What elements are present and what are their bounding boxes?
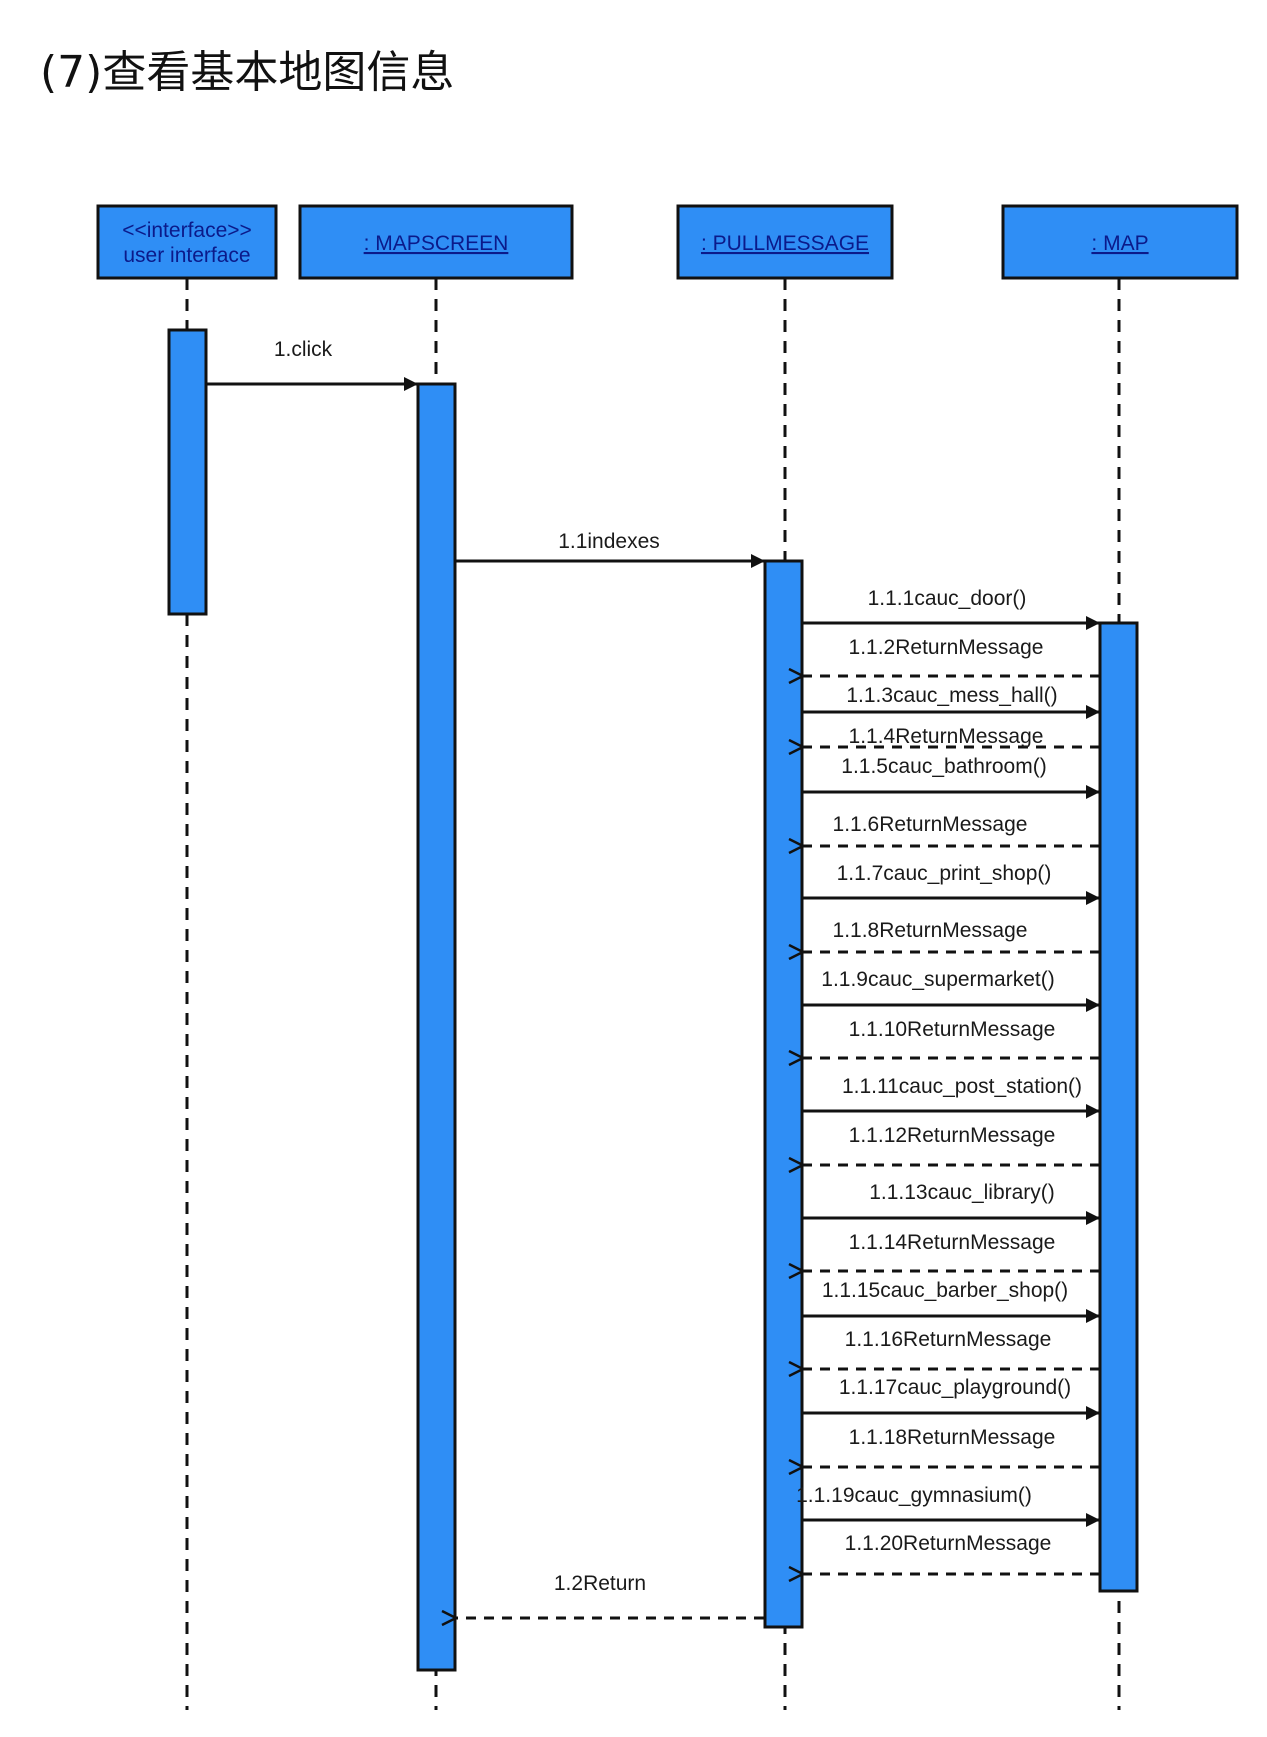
message-label: 1.1.10ReturnMessage: [849, 1018, 1056, 1041]
activation-bar-mapscreen: [416, 382, 457, 1672]
message-label: 1.1.6ReturnMessage: [833, 813, 1028, 836]
message-7: 1.1.5cauc_bathroom(): [802, 755, 1100, 799]
message-4: 1.1.2ReturnMessage: [803, 636, 1100, 676]
message-label: 1.1.14ReturnMessage: [849, 1231, 1056, 1254]
message-11: 1.1.9cauc_supermarket(): [802, 968, 1100, 1012]
participant-label: : MAPSCREEN: [364, 232, 509, 255]
message-22: 1.1.20ReturnMessage: [803, 1532, 1100, 1574]
participant-mapscreen: : MAPSCREEN: [298, 204, 574, 280]
participant-box: [96, 204, 278, 280]
participant-label: : MAP: [1091, 232, 1148, 255]
message-12: 1.1.10ReturnMessage: [803, 1018, 1100, 1058]
message-label: 1.1.5cauc_bathroom(): [841, 755, 1046, 778]
message-16: 1.1.14ReturnMessage: [803, 1231, 1100, 1271]
message-21: 1.1.19cauc_gymnasium(): [796, 1484, 1100, 1527]
message-label: 1.1.17cauc_playground(): [839, 1376, 1071, 1399]
message-label: 1.1.8ReturnMessage: [833, 919, 1028, 942]
message-label: 1.1indexes: [558, 530, 660, 553]
message-label: 1.1.9cauc_supermarket(): [821, 968, 1054, 991]
message-23: 1.2Return: [456, 1572, 764, 1618]
message-6: 1.1.4ReturnMessage: [803, 725, 1100, 748]
message-8: 1.1.6ReturnMessage: [803, 813, 1100, 846]
message-label: 1.1.13cauc_library(): [869, 1181, 1055, 1204]
page-title: (7)查看基本地图信息: [40, 47, 455, 98]
message-13: 1.1.11cauc_post_station(): [802, 1075, 1100, 1118]
message-20: 1.1.18ReturnMessage: [803, 1426, 1100, 1467]
message-1: 1.click: [206, 338, 418, 391]
message-label: 1.1.11cauc_post_station(): [842, 1075, 1082, 1098]
activation-bar-map: [1098, 621, 1139, 1593]
message-label: 1.1.2ReturnMessage: [849, 636, 1044, 659]
participant-label: user interface: [123, 244, 250, 267]
message-5: 1.1.3cauc_mess_hall(): [802, 684, 1100, 719]
message-2: 1.1indexes: [455, 530, 765, 568]
participant-map: : MAP: [1001, 204, 1239, 280]
message-label: 1.2Return: [554, 1572, 646, 1595]
message-17: 1.1.15cauc_barber_shop(): [802, 1279, 1100, 1323]
participant-pullmessage: : PULLMESSAGE: [676, 204, 894, 280]
participant-box: [298, 204, 574, 280]
participant-label: <<interface>>: [122, 219, 252, 242]
message-label: 1.1.7cauc_print_shop(): [837, 862, 1052, 885]
participant-label: : PULLMESSAGE: [701, 232, 869, 255]
message-10: 1.1.8ReturnMessage: [803, 919, 1100, 952]
message-9: 1.1.7cauc_print_shop(): [802, 862, 1100, 905]
message-label: 1.1.18ReturnMessage: [849, 1426, 1056, 1449]
message-label: 1.1.16ReturnMessage: [845, 1328, 1052, 1351]
message-label: 1.1.15cauc_barber_shop(): [822, 1279, 1068, 1302]
message-label: 1.1.20ReturnMessage: [845, 1532, 1052, 1555]
message-18: 1.1.16ReturnMessage: [803, 1328, 1100, 1369]
participant-box: [676, 204, 894, 280]
participant-ui: <<interface>>user interface: [96, 204, 278, 280]
activation-bar-pullmessage: [763, 559, 804, 1629]
message-3: 1.1.1cauc_door(): [802, 587, 1100, 630]
message-label: 1.1.12ReturnMessage: [849, 1124, 1056, 1147]
message-14: 1.1.12ReturnMessage: [803, 1124, 1100, 1165]
message-label: 1.1.4ReturnMessage: [849, 725, 1044, 748]
activation-bar-ui: [167, 328, 208, 616]
message-19: 1.1.17cauc_playground(): [802, 1376, 1100, 1420]
message-label: 1.1.1cauc_door(): [868, 587, 1027, 610]
message-15: 1.1.13cauc_library(): [802, 1181, 1100, 1225]
message-label: 1.1.3cauc_mess_hall(): [846, 684, 1057, 707]
message-label: 1.1.19cauc_gymnasium(): [796, 1484, 1032, 1507]
message-label: 1.click: [274, 338, 333, 361]
participant-box: [1001, 204, 1239, 280]
